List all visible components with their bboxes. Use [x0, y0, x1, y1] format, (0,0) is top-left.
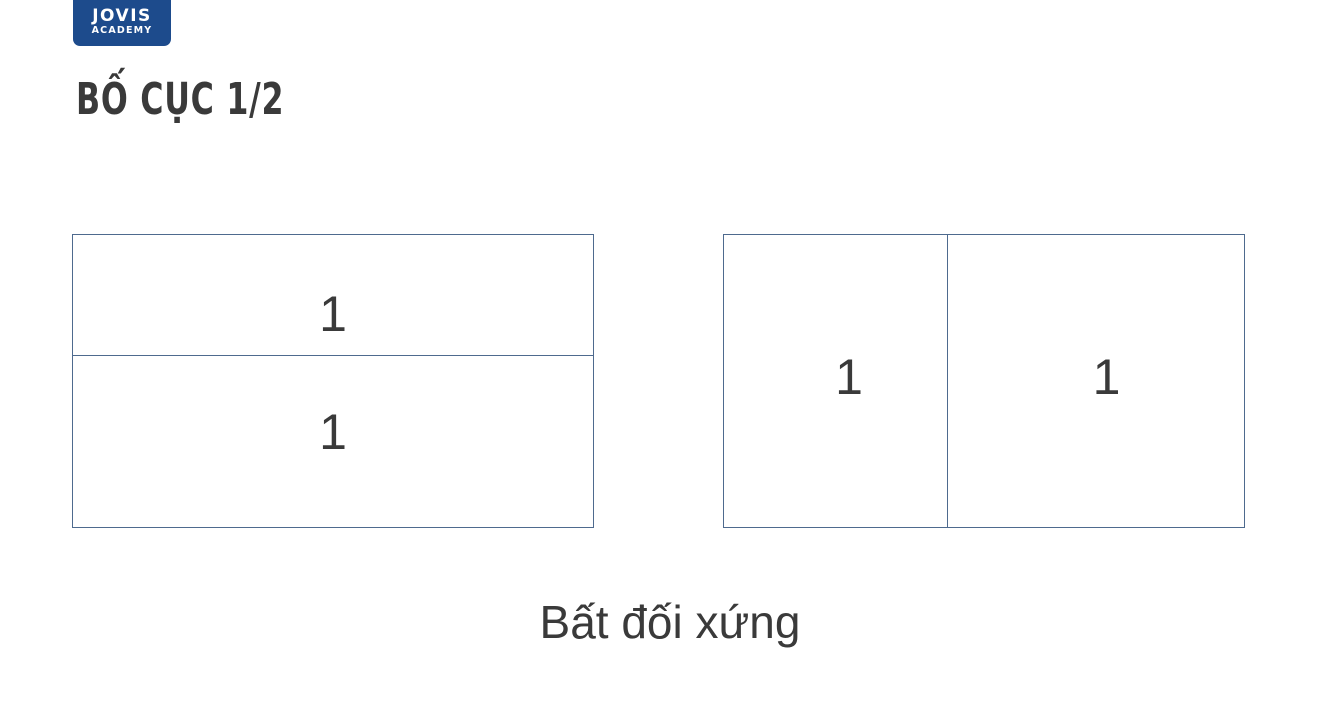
logo-sub-text: ACADEMY: [91, 25, 153, 36]
page-title: BỐ CỤC 1/2: [76, 74, 285, 125]
cell-left-label: 1: [835, 349, 863, 405]
cell-right-label: 1: [1092, 349, 1121, 405]
layout-cell-right: 1: [948, 235, 1244, 527]
logo-main-text: JOVIS: [92, 6, 152, 26]
cell-top-label: 1: [319, 286, 347, 342]
layout-cell-top: 1: [73, 235, 593, 356]
horizontal-split-layout: 1 1: [72, 234, 594, 528]
layout-cell-left: 1: [724, 235, 948, 527]
cell-bottom-label: 1: [319, 403, 347, 460]
layout-cell-bottom: 1: [73, 356, 593, 527]
vertical-split-layout: 1 1: [723, 234, 1245, 528]
caption: Bất đối xứng: [539, 596, 801, 648]
jovis-academy-logo: JOVIS ACADEMY: [73, 0, 171, 46]
